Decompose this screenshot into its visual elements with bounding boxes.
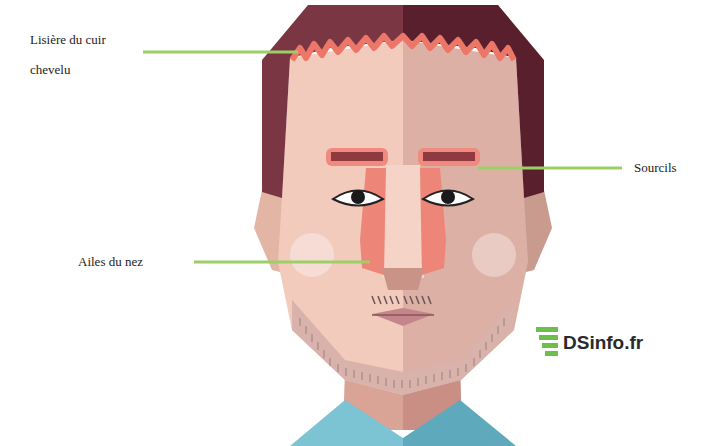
nose-wing-redness xyxy=(420,168,446,275)
eye xyxy=(423,191,473,206)
area-label: Ailes du nez xyxy=(78,253,188,271)
area-label: Lisière du cuir chevelu xyxy=(30,25,110,85)
hairline-redness xyxy=(292,36,514,60)
eyebrow xyxy=(423,152,475,161)
leader-line xyxy=(478,167,622,170)
eyebrow-redness xyxy=(326,148,388,166)
mustache xyxy=(372,296,431,304)
mouth xyxy=(372,308,434,326)
leader-line xyxy=(143,51,298,54)
mustache-lines xyxy=(372,296,431,304)
iris xyxy=(441,190,455,204)
logo-bar xyxy=(545,351,558,356)
shirt-collar xyxy=(290,400,403,446)
area-label: Sourcils xyxy=(634,159,714,177)
logo-bar xyxy=(536,327,558,332)
cheek xyxy=(290,233,334,277)
shirt-collar xyxy=(403,400,516,446)
iris xyxy=(351,190,365,204)
eyebrow-redness xyxy=(418,148,480,166)
cheek xyxy=(472,233,516,277)
stubble-lines xyxy=(300,318,504,388)
watermark-logo xyxy=(536,327,558,356)
face-right xyxy=(403,40,528,395)
eye xyxy=(333,191,383,206)
watermark: DSinfo.fr xyxy=(563,331,683,355)
eyebrow xyxy=(331,152,383,161)
nose-wing-redness xyxy=(360,168,386,275)
nose-tip xyxy=(382,268,424,290)
logo-bar xyxy=(539,335,558,340)
nose-bridge xyxy=(382,165,424,278)
stubble-hatch xyxy=(300,318,504,388)
face-left xyxy=(278,40,403,395)
stubble xyxy=(292,300,514,395)
logo-bar xyxy=(542,343,558,348)
mouth-line xyxy=(372,314,434,316)
leader-line xyxy=(194,261,370,264)
